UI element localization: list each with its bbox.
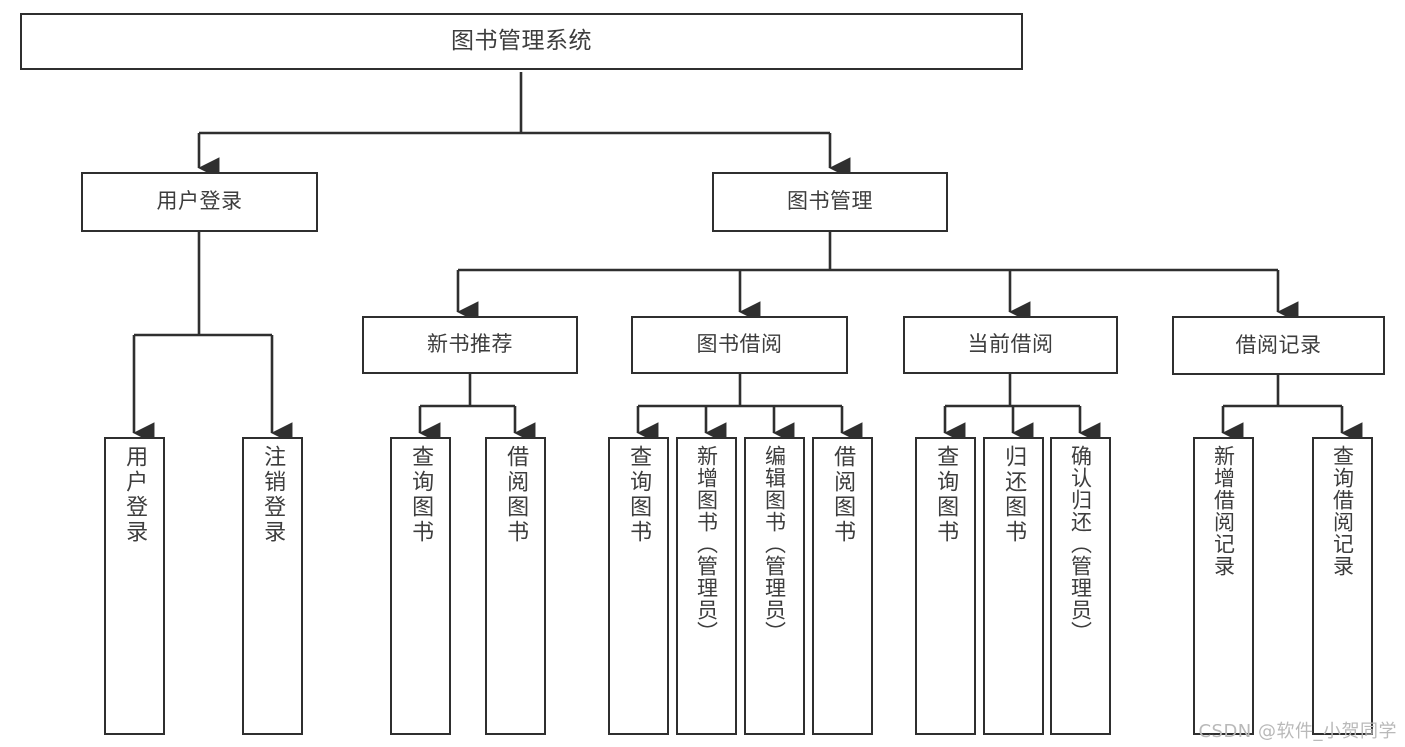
node-leaf-query-book-3[interactable]: 查询图书 [915, 437, 976, 735]
node-leaf-borrow-book-1[interactable]: 借阅图书 [485, 437, 546, 735]
node-leaf-add-book[interactable]: 新增图书（管理员） [676, 437, 737, 735]
node-borrow-record-label: 借阅记录 [1235, 332, 1322, 357]
node-leaf-query-book-2[interactable]: 查询图书 [608, 437, 669, 735]
node-current-borrow[interactable]: 当前借阅 [903, 316, 1118, 374]
node-leaf-add-record[interactable]: 新增借阅记录 [1193, 437, 1254, 735]
node-new-book-recommend-label: 新书推荐 [427, 332, 513, 357]
node-book-manage[interactable]: 图书管理 [712, 172, 948, 232]
node-leaf-logout-label: 注销登录 [260, 445, 286, 545]
node-leaf-query-book-2-label: 查询图书 [626, 445, 652, 545]
node-leaf-add-record-label: 新增借阅记录 [1211, 445, 1236, 577]
node-new-book-recommend[interactable]: 新书推荐 [362, 316, 578, 374]
node-root-label: 图书管理系统 [451, 27, 592, 54]
node-book-borrow-label: 图书借阅 [696, 332, 783, 357]
node-leaf-borrow-book-2-label: 借阅图书 [830, 445, 856, 545]
node-leaf-query-book-3-label: 查询图书 [933, 445, 959, 545]
node-leaf-logout[interactable]: 注销登录 [242, 437, 303, 735]
node-user-login-label: 用户登录 [156, 189, 243, 214]
watermark-text: CSDN @软件_小贺同学 [1198, 721, 1397, 742]
node-leaf-query-record-label: 查询借阅记录 [1330, 445, 1355, 577]
node-leaf-query-book-1[interactable]: 查询图书 [390, 437, 451, 735]
node-leaf-return-book-label: 归还图书 [1001, 445, 1027, 545]
node-leaf-query-book-1-label: 查询图书 [408, 445, 434, 545]
node-leaf-query-record[interactable]: 查询借阅记录 [1312, 437, 1373, 735]
node-leaf-user-login-label: 用户登录 [122, 445, 148, 545]
node-user-login[interactable]: 用户登录 [81, 172, 318, 232]
node-leaf-confirm-return[interactable]: 确认归还（管理员） [1050, 437, 1111, 735]
node-leaf-borrow-book-2[interactable]: 借阅图书 [812, 437, 873, 735]
node-leaf-confirm-return-label: 确认归还（管理员） [1068, 445, 1093, 643]
node-leaf-edit-book-label: 编辑图书（管理员） [762, 445, 787, 643]
node-borrow-record[interactable]: 借阅记录 [1172, 316, 1385, 375]
node-current-borrow-label: 当前借阅 [967, 332, 1054, 357]
node-root[interactable]: 图书管理系统 [20, 13, 1023, 70]
node-leaf-user-login[interactable]: 用户登录 [104, 437, 165, 735]
node-leaf-add-book-label: 新增图书（管理员） [694, 445, 719, 643]
node-leaf-borrow-book-1-label: 借阅图书 [503, 445, 529, 545]
node-leaf-edit-book[interactable]: 编辑图书（管理员） [744, 437, 805, 735]
node-book-borrow[interactable]: 图书借阅 [631, 316, 848, 374]
node-book-manage-label: 图书管理 [787, 189, 873, 214]
node-leaf-return-book[interactable]: 归还图书 [983, 437, 1044, 735]
